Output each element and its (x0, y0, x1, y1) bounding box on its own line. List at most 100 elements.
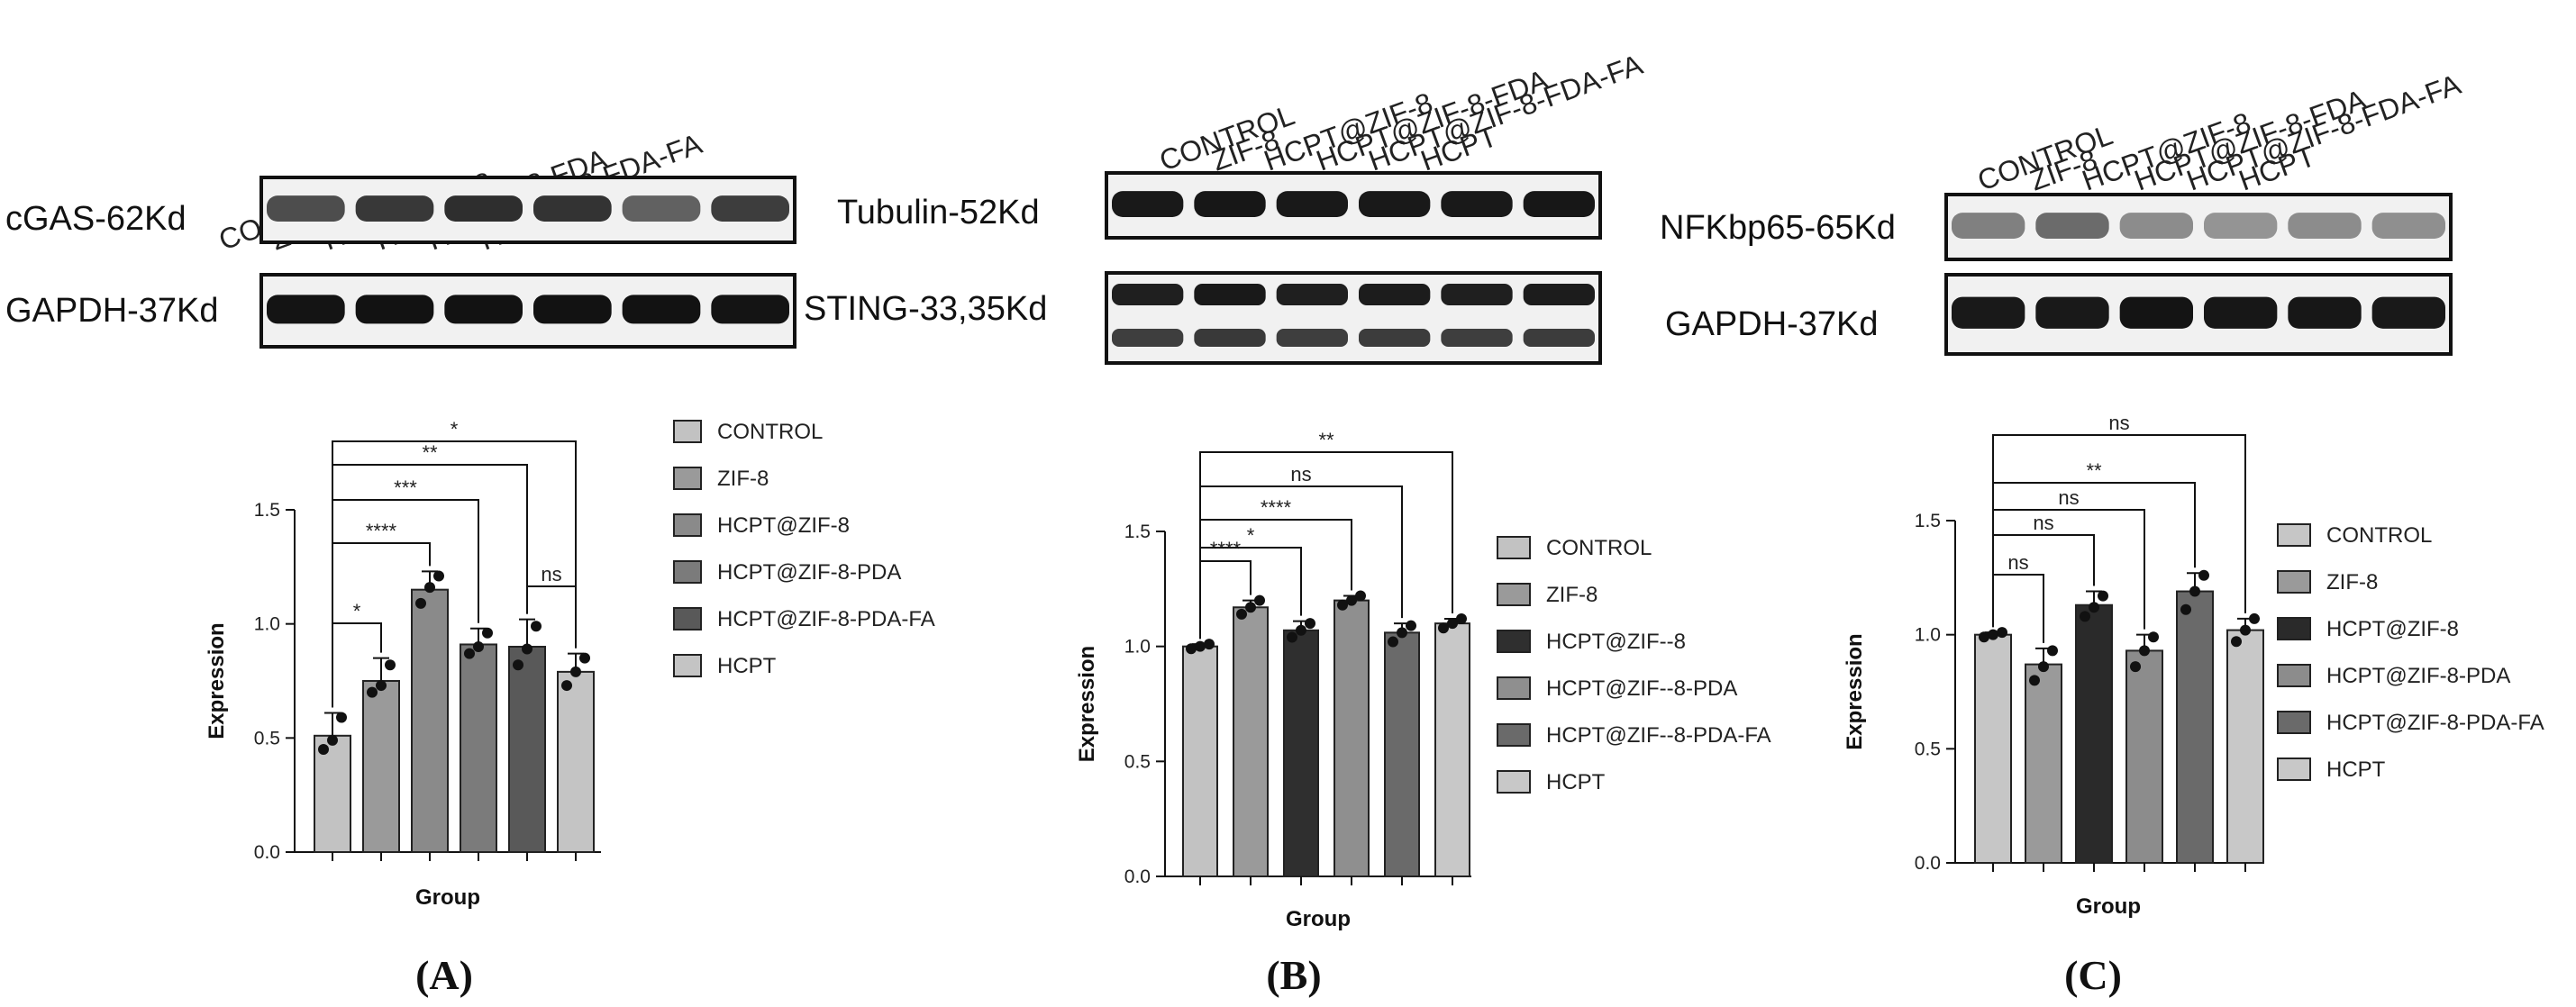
blot-band (1952, 296, 2025, 329)
blot-band (533, 195, 612, 222)
y-tick-label: 1.5 (254, 500, 280, 521)
data-point (2130, 661, 2141, 673)
legend-label: ZIF-8 (2326, 570, 2378, 594)
blot-row-label: NFKbp65-65Kd (1660, 209, 1896, 247)
data-point (464, 648, 475, 659)
significance-label: *** (394, 476, 417, 499)
data-point (385, 659, 396, 671)
data-point (1997, 627, 2007, 639)
blot-band (2288, 213, 2362, 239)
data-point (327, 734, 338, 746)
legend-label: HCPT@ZIF-8-PDA-FA (717, 607, 935, 631)
x-axis-title: Group (2076, 894, 2141, 919)
bar (411, 588, 449, 854)
legend-swatch (2277, 664, 2311, 687)
bar (557, 670, 595, 853)
blot-band (1359, 329, 1431, 347)
legend-label: ZIF-8 (1546, 583, 1597, 607)
data-point (1296, 624, 1306, 636)
data-point (1406, 620, 1416, 631)
blot-band (1441, 329, 1513, 347)
legend-swatch (1497, 536, 1531, 559)
legend-label: HCPT@ZIF-8-PDA (717, 560, 901, 585)
data-point (1305, 618, 1315, 630)
data-point (570, 666, 581, 677)
significance-label: **** (1261, 496, 1292, 519)
y-tick-label: 1.5 (1124, 522, 1151, 542)
legend-b: CONTROLZIF-8HCPT@ZIF--8HCPT@ZIF--8-PDAHC… (1497, 536, 1771, 794)
legend-swatch (2277, 758, 2311, 781)
blot-band (2371, 213, 2445, 239)
data-point (1195, 640, 1206, 652)
blot-band (2371, 296, 2445, 329)
legend-label: HCPT@ZIF-8 (2326, 617, 2459, 641)
significance-bracket (1199, 451, 1453, 640)
blot-band (1194, 284, 1266, 305)
blot-band (1112, 284, 1184, 305)
bar (2075, 603, 2113, 864)
data-point (1245, 602, 1256, 613)
legend-swatch (2277, 570, 2311, 594)
legend-label: HCPT@ZIF--8 (1546, 630, 1686, 654)
y-tick-label: 0.5 (1915, 739, 1941, 759)
blot-band (1441, 191, 1513, 217)
data-point (1204, 639, 1215, 650)
legend-swatch (1497, 630, 1531, 653)
blot-frame (1944, 193, 2453, 261)
blot-band (2035, 213, 2109, 239)
y-axis-title: Expression (1843, 633, 1867, 749)
legend-swatch (1497, 583, 1531, 606)
y-tick-label: 1.0 (1124, 637, 1151, 658)
x-axis-title: Group (415, 885, 480, 910)
bar (1974, 633, 2012, 865)
blot-band (2288, 296, 2362, 329)
blot-band (1194, 191, 1266, 217)
blot-band (2204, 213, 2278, 239)
data-point (1287, 631, 1297, 643)
data-point (1236, 608, 1247, 620)
data-point (1346, 594, 1357, 606)
blot-band (1952, 213, 2025, 239)
blot-frame (1944, 273, 2453, 356)
blot-band (1359, 284, 1431, 305)
blot-band (1523, 191, 1595, 217)
significance-bracket (526, 585, 577, 649)
data-point (531, 621, 542, 632)
blot-band (444, 295, 523, 324)
blot-band (1276, 191, 1348, 217)
data-point (1254, 594, 1265, 606)
bar (362, 680, 400, 853)
data-point (2148, 631, 2159, 643)
legend-label: HCPT@ZIF-8-PDA (2326, 664, 2510, 688)
blot-band (267, 195, 345, 222)
legend-swatch (1497, 770, 1531, 794)
legend-label: HCPT@ZIF-8-PDA-FA (2326, 711, 2544, 735)
legend-swatch (2277, 711, 2311, 734)
legend-swatch (2277, 523, 2311, 547)
legend-label: HCPT (1546, 770, 1606, 794)
blot-frame (1105, 171, 1602, 240)
panel-letter: (C) (2064, 952, 2122, 998)
bar (2176, 590, 2214, 864)
blot-band (1523, 284, 1595, 305)
y-tick-label: 0.0 (254, 842, 280, 863)
significance-label: ** (1318, 429, 1334, 451)
blot-row-label: Tubulin-52Kd (837, 194, 1040, 231)
bar (508, 646, 546, 853)
bar (1233, 606, 1269, 877)
data-point (561, 680, 572, 692)
legend-label: CONTROL (717, 420, 823, 444)
significance-label: ns (541, 563, 561, 585)
blot-band (1276, 329, 1348, 347)
blot-band (622, 195, 701, 222)
y-tick-label: 0.0 (1124, 866, 1151, 887)
bar (2226, 629, 2264, 864)
data-point (2047, 645, 2058, 657)
data-point (2139, 645, 2150, 657)
blot-band (355, 195, 434, 222)
blot-band (444, 195, 523, 222)
significance-label: ** (422, 441, 438, 464)
legend-swatch (673, 654, 702, 677)
